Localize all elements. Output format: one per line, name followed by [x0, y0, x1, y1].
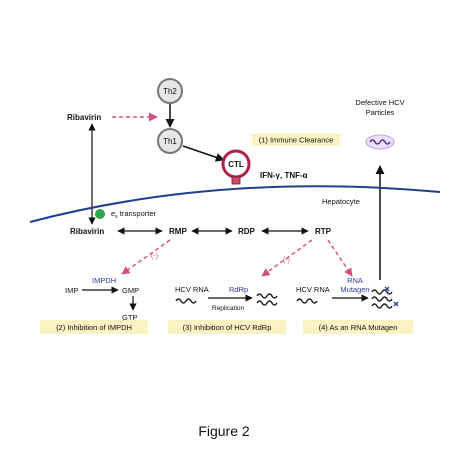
gmp-label: GMP [122, 286, 139, 295]
hcv-rna-label-2: HCV RNA [296, 285, 330, 294]
hcv-rna-wave-2 [296, 298, 318, 304]
inhibition-mark-1: (-) [151, 253, 158, 260]
ribavirin-inside-label: Ribavirin [70, 227, 104, 236]
ctl-receptor-icon [231, 176, 241, 185]
rmp-inhibition-arrow [121, 239, 171, 275]
transporter-icon [95, 209, 105, 219]
replication-label: Replication [212, 305, 245, 312]
rdrp-box [168, 320, 286, 334]
ctl-cell: CTL [221, 149, 251, 185]
rna-mutagen-label-line2: Mutagen [340, 285, 369, 294]
figure-caption: Figure 2 [198, 423, 250, 439]
impdh-label: IMPDH [92, 276, 116, 285]
th1-label: Th1 [163, 137, 177, 146]
immune-clearance-label: (1) Immune Clearance [259, 136, 334, 145]
defective-particle-icon [365, 134, 395, 150]
mutated-rna-wave-3 [371, 303, 393, 309]
rtp-label: RTP [315, 227, 332, 236]
impdh-box [40, 320, 148, 334]
imp-label: IMP [65, 286, 78, 295]
th2-label: Th2 [163, 87, 177, 96]
rdrp-box-label: (3) Inhibition of HCV RdRp [183, 323, 272, 332]
th2-cell: Th2 [157, 78, 183, 104]
mutated-rna-wave-1 [371, 289, 393, 295]
th1-to-ctl-arrow [182, 145, 225, 162]
cytokines-label: IFN-γ, TNF-α [260, 171, 308, 180]
defective-hcv-title-line2: Particles [366, 108, 395, 117]
rtp-mutagen-arrow [327, 239, 353, 277]
rdp-label: RDP [238, 227, 256, 236]
rna-mutagen-label-line1: RNA [347, 276, 363, 285]
defective-hcv-title-line1: Defective HCV [355, 98, 404, 107]
rmp-label: RMP [169, 227, 187, 236]
hepatocyte-membrane [29, 185, 441, 223]
hcv-rna-wave-1 [175, 298, 197, 304]
rdrp-label: RdRp [229, 285, 248, 294]
rtp-inhibition-arrow [261, 239, 313, 277]
ribavirin-outside-label: Ribavirin [67, 113, 101, 122]
mutation-mark-icons [384, 286, 399, 307]
mutagen-box [303, 320, 413, 334]
th1-cell: Th1 [157, 128, 183, 154]
hepatocyte-label: Hepatocyte [322, 197, 360, 206]
ctl-label: CTL [228, 160, 244, 169]
hcv-rna-copy-wave-2 [256, 300, 278, 306]
immune-clearance-box [252, 133, 340, 146]
mutated-rna-wave-2 [371, 296, 393, 302]
impdh-box-label: (2) Inhibition of IMPDH [56, 323, 132, 332]
hcv-rna-copy-wave-1 [256, 293, 278, 299]
inhibition-mark-2: (-) [283, 257, 290, 264]
transporter-label: es transporter [111, 209, 157, 220]
mutagen-box-label: (4) As an RNA Mutagen [319, 323, 398, 332]
gtp-label: GTP [122, 313, 137, 322]
hcv-rna-label-1: HCV RNA [175, 285, 209, 294]
